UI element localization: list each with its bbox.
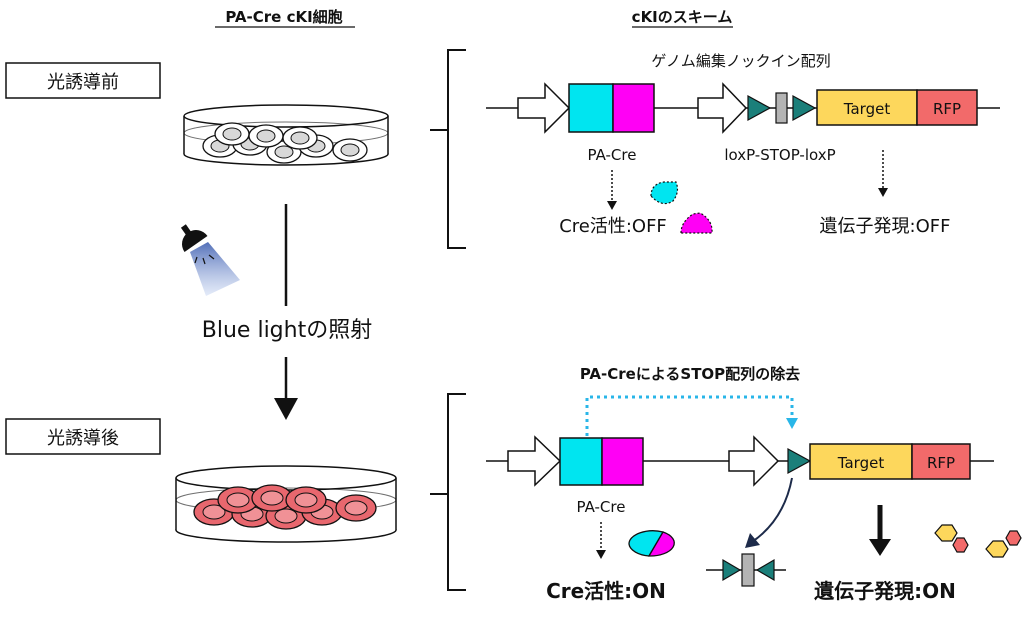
cre-split-cyan [650, 181, 679, 205]
blue-light-label: Blue lightの照射 [202, 318, 372, 343]
state-before-label: 光誘導前 [47, 72, 119, 93]
top-scheme-title: ゲノム編集ノックイン配列 [651, 52, 830, 70]
top-rfp-box [916, 89, 978, 126]
state-after-box [5, 418, 161, 455]
cells-gray [202, 122, 368, 164]
header-left: PA-Cre cKI細胞 [225, 8, 342, 26]
bottom-scheme-title: PA-CreによるSTOP配列の除去 [580, 365, 800, 383]
fusion-protein-icons [934, 524, 1022, 558]
bottom-expression-arrowhead [869, 539, 891, 556]
state-after-label: 光誘導後 [47, 428, 119, 449]
excision-curve [751, 477, 793, 543]
top-loxp-1 [747, 94, 772, 122]
bottom-cre-arrowhead [596, 550, 606, 559]
top-loxp-2 [792, 94, 817, 122]
bottom-cre-activity: Cre活性:ON [546, 579, 666, 603]
bottom-pa-cre-label: PA-Cre [577, 498, 626, 516]
stop-removal-arrowhead [786, 418, 798, 429]
bottom-loxp [787, 447, 812, 475]
top-cre-activity: Cre活性:OFF [559, 216, 667, 237]
top-target-label: Target [843, 100, 891, 118]
top-stop-box [775, 92, 788, 124]
bottom-target-label: Target [837, 454, 885, 472]
petri-dish-after [175, 465, 397, 543]
bottom-rfp-box [911, 443, 971, 480]
excised-stop-fragment [706, 553, 786, 587]
cre-split-magenta [680, 212, 713, 234]
bracket-bottom [447, 393, 466, 591]
stop-removal-dotted-path [585, 395, 794, 436]
petri-dish-before [183, 104, 389, 166]
top-loxp-label: loxP-STOP-loxP [724, 146, 835, 164]
excision-arrowhead [745, 533, 760, 548]
state-before-box [5, 62, 161, 99]
bottom-pa-cre-cyan [559, 437, 603, 486]
top-pa-cre-magenta [612, 83, 655, 133]
bracket-top [447, 49, 466, 249]
top-cre-arrowhead [607, 201, 617, 210]
header-right: cKIのスキーム [632, 8, 733, 26]
top-expression-arrowhead [878, 188, 888, 197]
top-pa-cre-label: PA-Cre [588, 146, 637, 164]
bottom-promoter-arrow-1 [507, 435, 562, 487]
bottom-target-box [809, 443, 913, 480]
top-rfp-label: RFP [933, 100, 961, 118]
process-arrowhead [274, 398, 298, 420]
cre-complex-icon [628, 530, 675, 557]
top-promoter-arrow-1 [517, 82, 571, 134]
top-pa-cre-cyan [568, 83, 614, 133]
bottom-pa-cre-magenta [601, 437, 644, 486]
bottom-expression-label: 遺伝子発現:ON [814, 579, 956, 603]
cells-red [193, 484, 377, 530]
top-expression-label: 遺伝子発現:OFF [820, 216, 951, 237]
blue-light-icon [180, 224, 240, 296]
bottom-promoter-arrow-2 [728, 435, 780, 487]
bottom-rfp-label: RFP [927, 454, 955, 472]
top-promoter-arrow-2 [697, 82, 748, 134]
